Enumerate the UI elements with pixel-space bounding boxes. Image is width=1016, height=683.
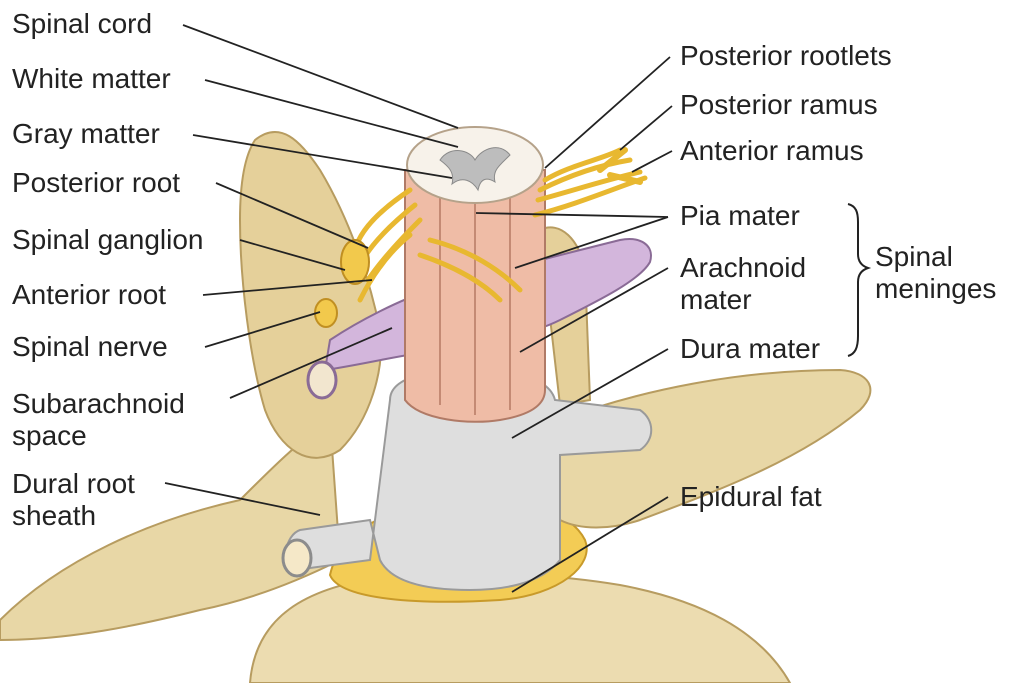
label-white-matter: White matter [12, 63, 171, 95]
label-posterior-rootlets: Posterior rootlets [680, 40, 892, 72]
label-arachnoid-line-1: Arachnoid [680, 252, 806, 284]
label-meninges-line-2: meninges [875, 273, 996, 305]
meninges-bracket [848, 204, 868, 356]
label-dural-root-line-1: Dural root [12, 468, 135, 500]
label-subarachnoid-line-1: Subarachnoid [12, 388, 185, 420]
label-pia-mater: Pia mater [680, 200, 800, 232]
label-subarachnoid-space: Subarachnoid space [12, 388, 185, 452]
label-meninges-line-1: Spinal [875, 241, 996, 273]
label-posterior-ramus: Posterior ramus [680, 89, 878, 121]
label-spinal-nerve: Spinal nerve [12, 331, 168, 363]
label-dura-mater: Dura mater [680, 333, 820, 365]
label-dural-root-line-2: sheath [12, 500, 135, 532]
label-epidural-fat: Epidural fat [680, 481, 822, 513]
label-spinal-meninges: Spinal meninges [875, 241, 996, 305]
label-arachnoid-line-2: mater [680, 284, 806, 316]
label-arachnoid-mater: Arachnoid mater [680, 252, 806, 316]
label-subarachnoid-line-2: space [12, 420, 185, 452]
label-gray-matter: Gray matter [12, 118, 160, 150]
label-anterior-ramus: Anterior ramus [680, 135, 864, 167]
label-anterior-root: Anterior root [12, 279, 166, 311]
label-spinal-ganglion: Spinal ganglion [12, 224, 204, 256]
arachnoid-sleeve-opening [308, 362, 336, 398]
dural-root-sheath-opening [283, 540, 311, 576]
label-dural-root-sheath: Dural root sheath [12, 468, 135, 532]
label-spinal-cord: Spinal cord [12, 8, 152, 40]
label-posterior-root: Posterior root [12, 167, 180, 199]
